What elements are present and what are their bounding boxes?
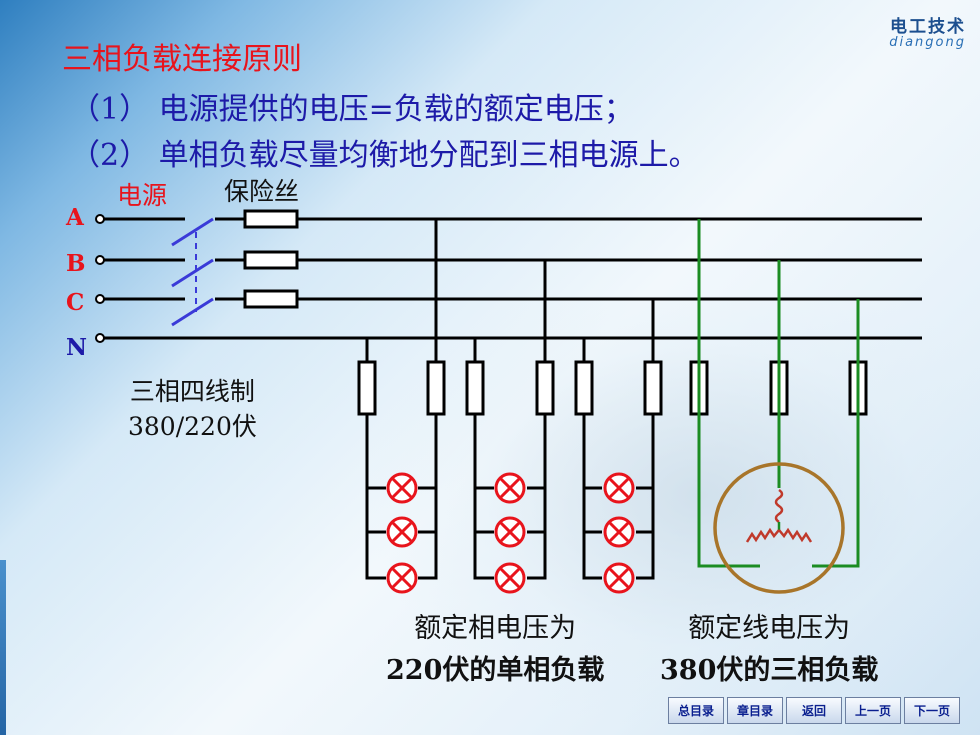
- rule-2: （2） 单相负载尽量均衡地分配到三相电源上。: [70, 138, 699, 173]
- nav-contents-button[interactable]: 总目录: [668, 697, 724, 724]
- group-c-phase-lead: [636, 299, 655, 580]
- terminal-c: [95, 294, 105, 304]
- lamp-2-3: [494, 562, 526, 594]
- lamp-1-3: [386, 562, 418, 594]
- rule-1: （1） 电源提供的电压=负载的额定电压；: [70, 92, 634, 127]
- system-label-line-2: 380/220伏: [128, 412, 257, 441]
- background-glow: [360, 300, 980, 735]
- load-fuse-3: [465, 360, 485, 416]
- single-phase-caption: 额定相电压为 220伏的单相负载: [386, 608, 604, 692]
- fuse-c: [243, 289, 299, 309]
- switch-blade-c: [171, 297, 214, 327]
- winding-b: [774, 488, 784, 524]
- motor-ring: [713, 462, 845, 594]
- motor-windings: [745, 488, 813, 543]
- single-phase-caption-line-2: 220伏的单相负载: [386, 655, 605, 686]
- load-fuse-6: [643, 360, 663, 416]
- switch-blade-b: [171, 258, 214, 288]
- switch-blade-a: [171, 217, 214, 247]
- nav-back-button[interactable]: 返回: [786, 697, 842, 724]
- lamp-3-3: [603, 562, 635, 594]
- left-edge-bar: [0, 560, 6, 735]
- fuse-a: [243, 209, 299, 229]
- system-label-line-1: 三相四线制: [129, 377, 255, 406]
- load-fuse-4: [535, 360, 555, 416]
- winding-a: [745, 527, 780, 543]
- group-c-neutral-lead: [582, 338, 602, 580]
- nav-prev-button[interactable]: 上一页: [845, 697, 901, 724]
- source-label: 电源: [117, 181, 168, 210]
- lamp-3-2: [603, 516, 635, 548]
- lamp-1-2: [386, 516, 418, 548]
- logo: 电工技术 diangong: [889, 12, 966, 50]
- lamp-1-1: [386, 472, 418, 504]
- terminal-n: [95, 333, 105, 343]
- terminal-b: [95, 255, 105, 265]
- group-b-phase-lead: [527, 260, 547, 580]
- terminal-a: [95, 214, 105, 224]
- group-a-neutral-lead: [365, 338, 386, 580]
- fuse-b: [243, 250, 299, 270]
- logo-cn: 电工技术: [890, 17, 966, 37]
- page-title: 三相负载连接原则: [62, 42, 302, 77]
- load-fuse-1: [357, 360, 377, 416]
- motor-lead-a: [697, 219, 760, 568]
- system-label: 三相四线制 380/220伏: [128, 374, 257, 444]
- nav-next-button[interactable]: 下一页: [904, 697, 960, 724]
- load-fuse-5: [574, 360, 594, 416]
- nav-bar: 总目录 章目录 返回 上一页 下一页: [668, 697, 960, 724]
- nav-chapter-button[interactable]: 章目录: [727, 697, 783, 724]
- phase-label-c: C: [66, 289, 85, 316]
- fuse-label: 保险丝: [224, 177, 300, 206]
- lamp-2-1: [494, 472, 526, 504]
- three-phase-caption-line-2: 380伏的三相负载: [660, 655, 879, 686]
- phase-label-n: N: [66, 334, 88, 361]
- lamp-2-2: [494, 516, 526, 548]
- winding-c: [778, 527, 813, 543]
- phase-label-b: B: [66, 250, 86, 277]
- group-a-phase-lead: [418, 219, 438, 580]
- phase-label-a: A: [66, 204, 84, 231]
- group-b-neutral-lead: [473, 338, 494, 580]
- three-phase-caption-line-1: 额定线电压为: [688, 613, 851, 644]
- lamp-3-1: [603, 472, 635, 504]
- single-phase-caption-line-1: 额定相电压为: [414, 613, 577, 644]
- motor-lead-c: [812, 299, 860, 568]
- logo-en: diangong: [889, 35, 966, 50]
- three-phase-caption: 额定线电压为 380伏的三相负载: [660, 608, 878, 692]
- load-fuse-2: [426, 360, 446, 416]
